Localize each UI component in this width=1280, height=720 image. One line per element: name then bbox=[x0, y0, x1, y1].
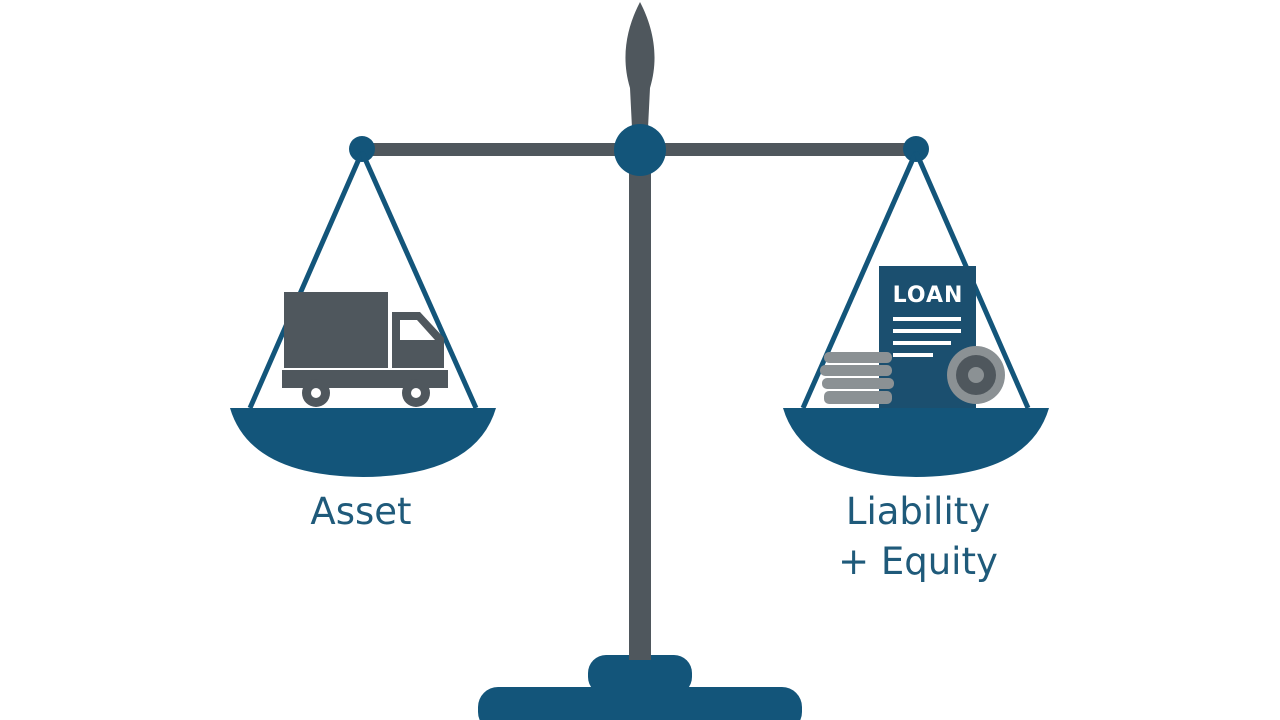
coin-icon bbox=[947, 346, 1005, 404]
asset-label: Asset bbox=[310, 490, 411, 533]
right-pan-group: LOAN Liability + Equity bbox=[783, 150, 1049, 583]
left-chain-left bbox=[247, 150, 365, 410]
right-pan bbox=[783, 408, 1049, 477]
right-beam-end bbox=[903, 136, 929, 162]
coin-stack-icon bbox=[820, 352, 894, 404]
equity-label: + Equity bbox=[838, 540, 998, 583]
right-chain-left bbox=[800, 150, 919, 410]
scale-base bbox=[478, 655, 802, 720]
scale-finial bbox=[625, 2, 655, 128]
loan-document-title: LOAN bbox=[893, 283, 964, 308]
pivot-knob bbox=[614, 124, 666, 176]
scale-post bbox=[629, 170, 651, 660]
left-beam-end bbox=[349, 136, 375, 162]
truck-icon bbox=[282, 292, 448, 407]
left-pan-group: Asset bbox=[230, 150, 496, 533]
liability-label: Liability bbox=[846, 490, 990, 533]
left-chain-right bbox=[359, 150, 479, 410]
left-pan bbox=[230, 408, 496, 477]
